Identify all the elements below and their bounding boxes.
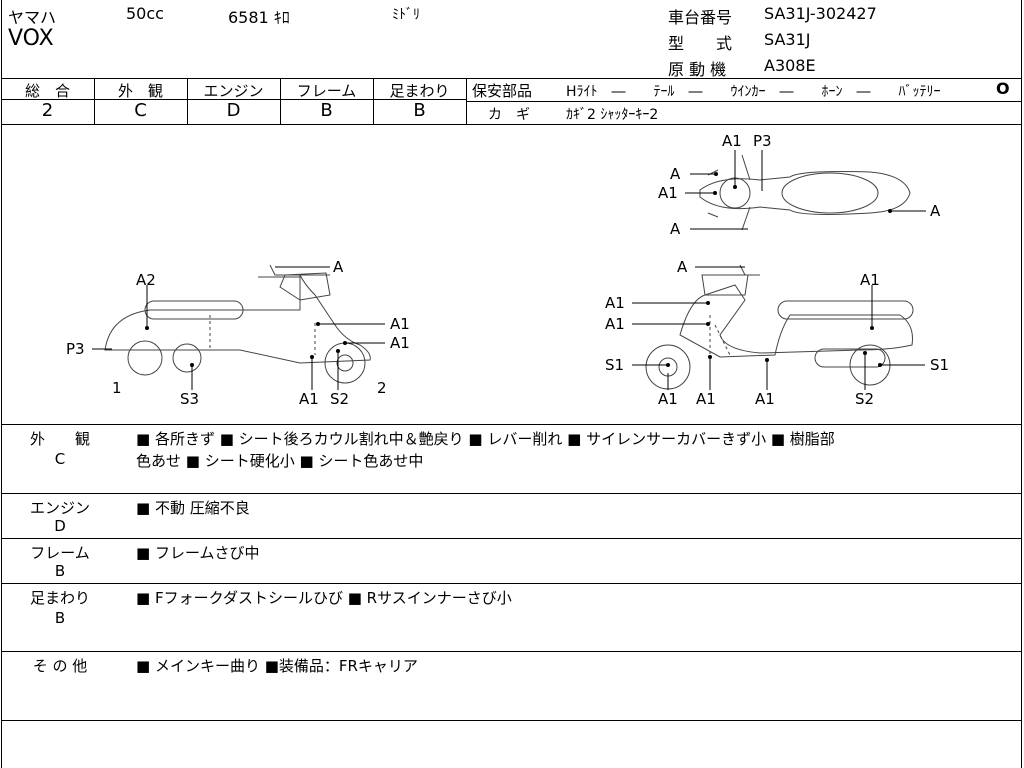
left-label-s2: S2 (330, 390, 349, 408)
left-label-a1-bottom: A1 (299, 390, 319, 408)
right-label-a1-top: A1 (860, 271, 880, 289)
remark-grade: B (54, 562, 66, 580)
scooter-right-view (645, 264, 914, 390)
remark-category: エンジン (29, 499, 90, 517)
remark-category: フレーム (30, 544, 90, 562)
scooter-damage-diagram: A A2 A1 A1 P3 1 S3 A1 S2 2 A A1 A1 A1 S1… (66, 132, 949, 408)
frame-no: SA31J-302427 (764, 4, 877, 23)
remark-grade: C (54, 450, 66, 468)
displacement: 50cc (126, 4, 164, 23)
engine-label: 原 動 機 (668, 60, 727, 79)
frame-left-border (1, 0, 2, 768)
remark-line: 色あせ ■ シート硬化小 ■ シート色あせ中 (136, 452, 424, 470)
maker: ヤマハ (8, 8, 57, 27)
left-label-a1-mid: A1 (390, 334, 410, 352)
left-label-p3: P3 (66, 340, 85, 358)
grade-header-engine: エンジン (203, 82, 264, 100)
grade-table-top (1, 78, 1022, 79)
model-type: SA31J (764, 30, 811, 49)
remark-grade: B (54, 609, 66, 627)
top-label-a1: A1 (722, 132, 742, 150)
top-label-a-right: A (930, 202, 941, 220)
top-label-a-1: A (670, 165, 681, 183)
left-label-1: 1 (112, 379, 122, 397)
grade-value-exterior: C (134, 100, 147, 121)
right-label-a1-b3: A1 (755, 390, 775, 408)
model-name: VOX (8, 26, 54, 51)
key-label: カ ギ (488, 107, 530, 123)
remark-line: ■ 各所きず ■ シート後ろカウル割れ中＆艶戻り ■ レバー削れ ■ サイレンサ… (136, 430, 835, 448)
left-label-s3: S3 (180, 390, 199, 408)
left-label-a2: A2 (136, 271, 156, 289)
right-label-a1-a: A1 (605, 294, 625, 312)
left-label-2: 2 (377, 379, 387, 397)
grade-table-mid (1, 99, 466, 100)
safety-title: 保安部品 (472, 82, 533, 100)
grade-header-suspension: 足まわり (389, 82, 450, 100)
grade-header-frame: フレーム (296, 82, 357, 100)
right-label-s1-left: S1 (605, 356, 624, 374)
color: ﾐﾄﾞﾘ (392, 7, 420, 23)
right-label-a1-b2: A1 (696, 390, 716, 408)
top-label-p3: P3 (753, 132, 772, 150)
right-label-s2: S2 (855, 390, 874, 408)
top-label-a1-left: A1 (658, 184, 678, 202)
right-label-a: A (677, 258, 688, 276)
grade-value-engine: D (226, 100, 241, 121)
right-label-a1-b: A1 (605, 315, 625, 333)
mileage: 6581 ｷﾛ (228, 8, 290, 27)
grade-header-total: 総 合 (24, 82, 70, 100)
remark-grade: D (54, 517, 66, 535)
left-label-a: A (333, 258, 344, 276)
battery-mark: O (996, 79, 1010, 98)
remark-category: そ の 他 (32, 657, 88, 675)
grade-table-bottom (1, 124, 1022, 125)
model-type-label: 型 式 (668, 34, 733, 53)
right-label-a1-b1: A1 (658, 390, 678, 408)
grade-value-total: 2 (41, 100, 54, 121)
grade-value-suspension: B (413, 100, 426, 121)
grade-header-exterior: 外 観 (117, 82, 163, 100)
scooter-top-view (699, 154, 911, 231)
remark-line: ■ Fフォークダストシールひび ■ Rサスインナーさび小 (136, 589, 512, 607)
frame-no-label: 車台番号 (668, 8, 733, 27)
right-label-s1-right: S1 (930, 356, 949, 374)
left-label-a1-top: A1 (390, 315, 410, 333)
engine-code: A308E (764, 56, 816, 75)
grade-value-frame: B (320, 100, 333, 121)
remark-line: ■ 不動 圧縮不良 (136, 499, 250, 517)
remark-line: ■ メインキー曲り ■装備品：FRキャリア (136, 657, 418, 675)
top-label-a-2: A (670, 220, 681, 238)
frame-right-border (1021, 0, 1022, 768)
remark-category: 足まわり (29, 589, 90, 607)
key-value: ｶｷﾞ2 ｼｬｯﾀｰｷｰ2 (566, 107, 659, 123)
safety-mid (466, 101, 1022, 102)
remark-category: 外 観 (29, 430, 90, 448)
safety-items: Hﾗｲﾄ ― ﾃｰﾙ ― ｳｲﾝｶｰ ― ﾎｰﾝ ― ﾊﾞｯﾃﾘｰ (566, 84, 941, 100)
remark-line: ■ フレームさび中 (136, 544, 260, 562)
